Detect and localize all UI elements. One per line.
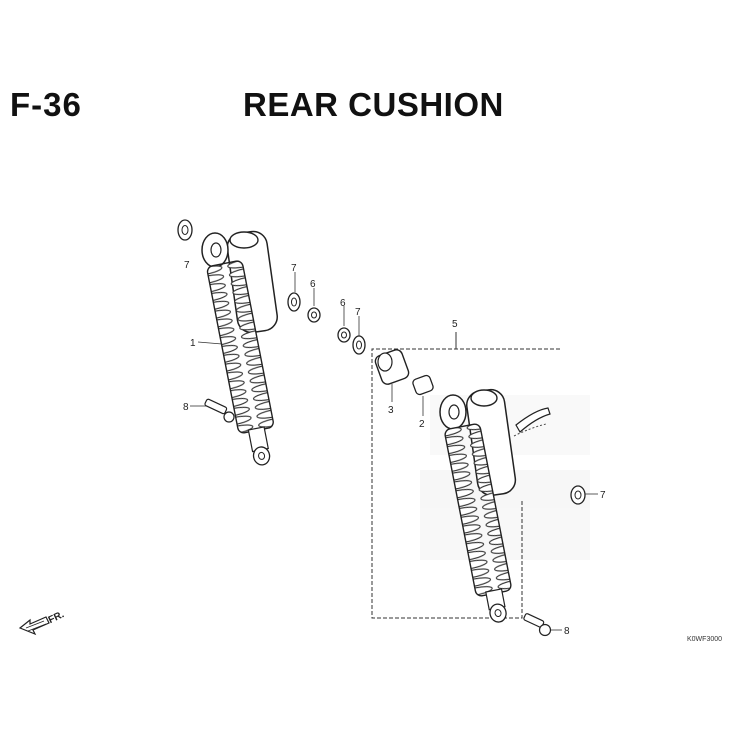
- collar-2: [412, 374, 434, 416]
- washer-7-far-right: [570, 485, 598, 505]
- decal-fragment: [513, 407, 551, 437]
- leader-lines-left: [190, 341, 223, 407]
- callout-7-right: 7: [355, 307, 361, 318]
- bolt-8-left: [204, 398, 235, 423]
- nut-6-right: [337, 306, 351, 343]
- front-marker-label: FR.: [47, 609, 66, 626]
- callout-6-center: 6: [310, 279, 316, 290]
- callout-7-center: 7: [291, 263, 297, 274]
- right-shock-absorber: [439, 388, 517, 623]
- washer-7-top-left: [177, 219, 193, 241]
- assembly-box-5: [371, 332, 560, 619]
- left-shock-absorber: [201, 230, 278, 466]
- callout-8-left: 8: [183, 402, 189, 413]
- washer-7-center: [287, 272, 301, 312]
- bolt-8-right: [523, 613, 562, 637]
- section-code: F-36: [10, 86, 82, 123]
- callout-8-right: 8: [564, 626, 570, 637]
- callout-7-far-right: 7: [600, 490, 606, 501]
- washer-7-right: [352, 316, 366, 355]
- front-arrow-icon: [18, 616, 50, 636]
- bushing-3: [374, 349, 410, 402]
- callout-7-top-left: 7: [184, 260, 190, 271]
- callout-6-right: 6: [340, 298, 346, 309]
- callout-3: 3: [388, 405, 394, 416]
- nut-6-center: [307, 288, 321, 323]
- callout-1: 1: [190, 338, 196, 349]
- section-title: REAR CUSHION: [243, 86, 504, 123]
- reference-code: K0WF3000: [687, 636, 723, 643]
- callout-2: 2: [419, 419, 425, 430]
- callout-5: 5: [452, 319, 458, 330]
